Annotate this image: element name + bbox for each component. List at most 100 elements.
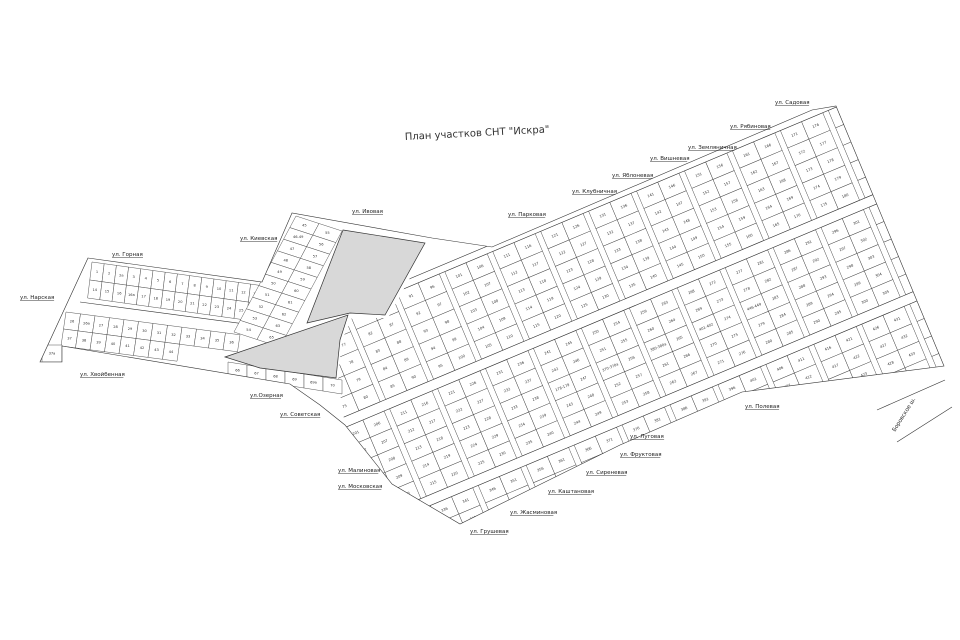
plot[interactable] [816, 416, 846, 444]
plot[interactable] [576, 517, 606, 543]
plot[interactable] [904, 90, 934, 117]
plot[interactable] [390, 534, 419, 560]
plot[interactable] [911, 107, 941, 135]
plot-number: 168 [779, 178, 788, 185]
plot[interactable] [787, 407, 817, 435]
plot[interactable] [937, 303, 960, 331]
plot[interactable] [322, 376, 343, 395]
plot-number: 21 [190, 301, 195, 305]
plot[interactable] [370, 489, 400, 517]
plot[interactable] [481, 558, 510, 584]
plot[interactable] [684, 430, 714, 458]
plot[interactable] [946, 248, 960, 274]
plot[interactable] [705, 421, 735, 449]
plot[interactable] [382, 516, 412, 543]
plot[interactable] [897, 72, 926, 98]
plot[interactable] [508, 546, 537, 572]
plot[interactable] [898, 133, 928, 161]
plot[interactable] [856, 378, 886, 406]
plot[interactable] [889, 189, 920, 217]
plot[interactable] [953, 339, 960, 365]
plot[interactable] [665, 459, 695, 487]
plot[interactable] [732, 410, 762, 438]
plot-number: 185 [868, 182, 876, 188]
plot[interactable] [883, 99, 913, 126]
plot[interactable] [418, 543, 447, 569]
plot[interactable] [760, 419, 791, 447]
plot[interactable] [926, 142, 956, 170]
plot[interactable] [624, 496, 654, 524]
plot[interactable] [452, 549, 481, 575]
plot[interactable] [617, 479, 647, 507]
plot[interactable] [930, 285, 960, 313]
plot[interactable] [657, 441, 687, 469]
plot[interactable] [864, 396, 894, 424]
plot-number: 95 [438, 363, 444, 368]
plot[interactable] [849, 93, 879, 120]
plot[interactable] [808, 398, 838, 426]
plot[interactable] [412, 587, 441, 613]
plot[interactable] [794, 425, 825, 453]
plot[interactable] [919, 259, 949, 287]
plot[interactable] [904, 224, 934, 252]
plot[interactable] [460, 567, 489, 593]
plot[interactable] [938, 364, 960, 392]
plot[interactable] [603, 505, 633, 532]
plot[interactable] [162, 342, 180, 362]
plot[interactable] [878, 162, 908, 190]
plot[interactable] [871, 144, 901, 172]
plot[interactable] [931, 212, 960, 240]
plot[interactable] [856, 109, 886, 137]
plot[interactable] [835, 387, 865, 415]
plot[interactable] [561, 482, 591, 510]
plot[interactable] [923, 195, 953, 223]
plot[interactable] [890, 116, 920, 144]
plot[interactable] [651, 485, 681, 513]
plot[interactable] [911, 241, 942, 269]
plot[interactable] [842, 405, 873, 433]
plot-number: 427 [879, 343, 887, 349]
plot[interactable] [222, 332, 241, 353]
plot[interactable] [919, 124, 948, 152]
plot[interactable] [433, 578, 462, 604]
plot[interactable] [780, 390, 810, 418]
plot[interactable] [474, 540, 503, 566]
plot[interactable] [712, 439, 743, 467]
plot[interactable] [672, 476, 702, 504]
plot[interactable] [747, 445, 777, 473]
plot[interactable] [445, 532, 474, 558]
plot[interactable] [897, 206, 927, 234]
plot[interactable] [569, 499, 599, 526]
plot[interactable] [938, 230, 960, 258]
plot[interactable] [801, 381, 831, 409]
plot[interactable] [937, 168, 960, 196]
plot[interactable] [529, 538, 558, 564]
plot[interactable] [916, 177, 946, 205]
plot[interactable] [875, 81, 906, 109]
plot[interactable] [912, 376, 942, 404]
plot[interactable] [643, 468, 673, 496]
plot[interactable] [699, 465, 729, 493]
plot[interactable] [827, 101, 858, 129]
plot[interactable] [404, 569, 433, 595]
plot[interactable] [946, 321, 960, 347]
plot-number: 264 [668, 317, 677, 324]
plot[interactable] [953, 204, 960, 230]
plot[interactable] [411, 525, 440, 551]
plot[interactable] [863, 127, 894, 155]
plot[interactable] [595, 488, 626, 516]
plot[interactable] [426, 560, 455, 586]
plot[interactable] [739, 427, 769, 455]
plot[interactable] [465, 522, 496, 549]
plot[interactable] [521, 519, 551, 546]
plot[interactable] [691, 448, 721, 476]
plot[interactable] [905, 151, 935, 179]
plot[interactable] [397, 552, 426, 578]
plot-number: 160 [745, 233, 754, 240]
plot-number: 68 [273, 375, 278, 379]
plot[interactable] [768, 436, 798, 464]
plot[interactable] [403, 507, 433, 534]
plot[interactable] [945, 187, 960, 213]
plot[interactable] [556, 526, 585, 552]
plot[interactable] [720, 456, 750, 484]
